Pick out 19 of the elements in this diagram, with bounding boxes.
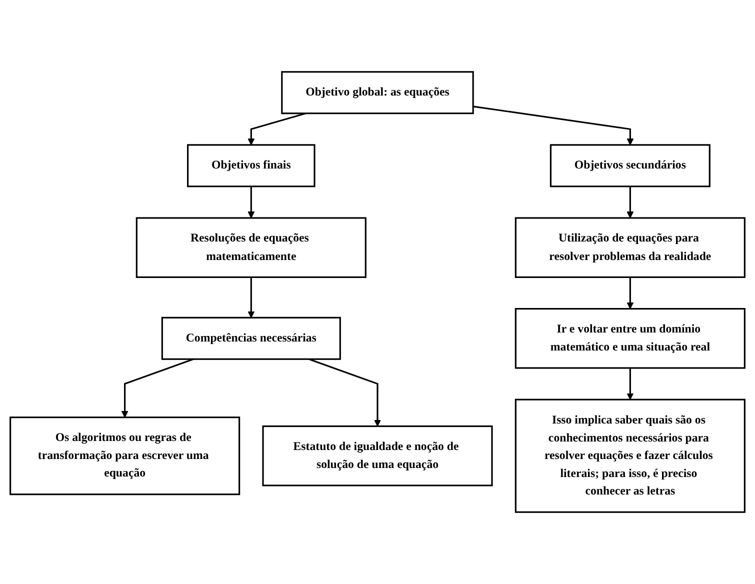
arrow [308,358,381,427]
node-box: Resoluções de equações matematicamente [136,217,366,278]
node-box: Objetivos finais [187,144,316,188]
node-box: Ir e voltar entre um domínio matemático e uma situação real [514,308,746,369]
node-box: Utilização de equações para resolver problemas da realidade [514,217,746,278]
arrow [248,186,255,218]
node-box: Competências necessárias [161,316,341,360]
arrow [626,186,634,218]
arrow [248,112,306,146]
node-box: Estatuto de igualdade e noção de solução de uma equação [262,425,493,486]
arrow [248,277,255,318]
arrow [626,277,634,310]
arrow [626,368,634,400]
arrow [121,358,194,418]
arrow [472,106,634,146]
node-box: Objetivo global: as equações [281,71,474,114]
node-box: Objetivos secundários [550,144,710,188]
node-box: Os algoritmos ou regras de transformação para escrever uma equação [10,416,240,496]
node-box: Isso implica saber quais são os conhecimentos necessários para resolver equações e fazer cálculos literais; para isso, é preciso conhecer as letras [514,398,746,513]
